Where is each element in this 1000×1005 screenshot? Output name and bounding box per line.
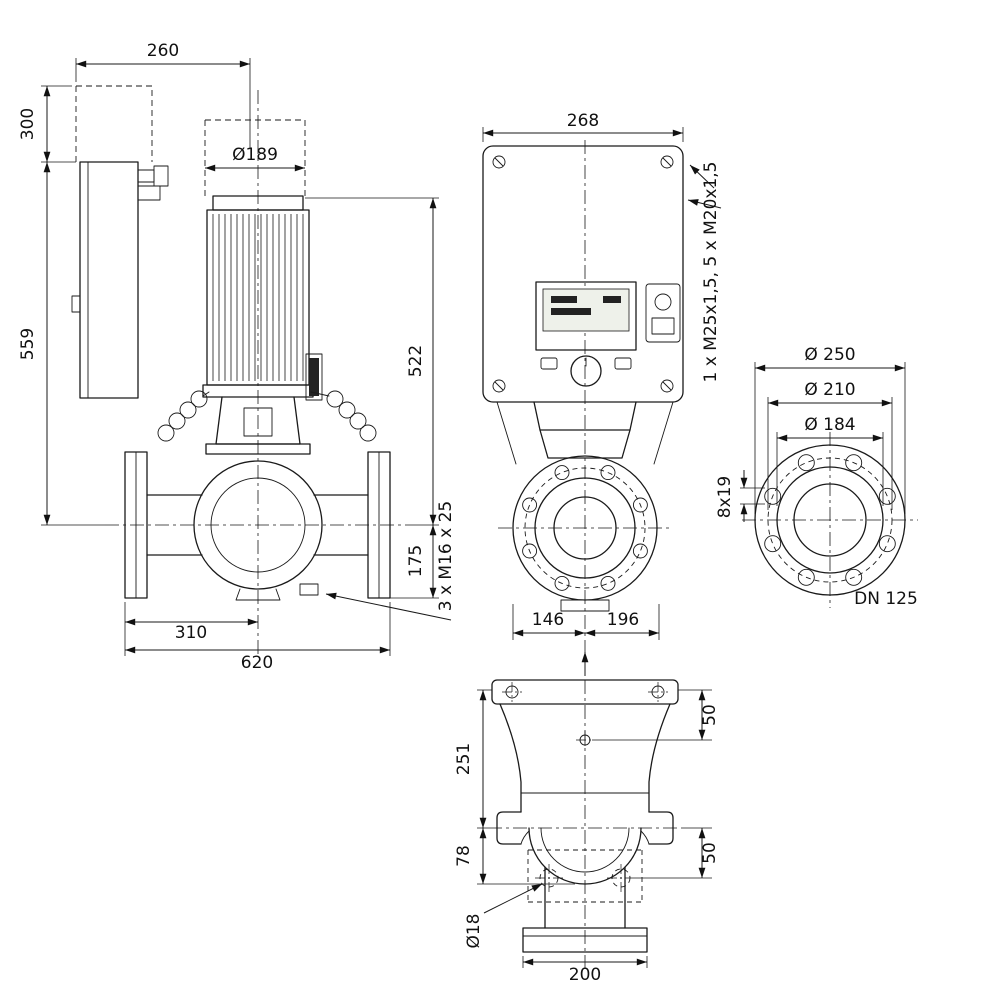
dim-251-label: 251: [454, 743, 474, 775]
dim-522-label: 522: [406, 345, 426, 377]
tapping-hole: [576, 731, 594, 749]
cable-glands-label: 1 x M25x1,5, 5 x M20x1,5: [701, 162, 721, 383]
dim-200-label: 200: [569, 965, 601, 985]
hole-diameter-label: Ø18: [464, 913, 484, 948]
hidden-foot-flange: [527, 849, 643, 903]
flange-outer-circle: [754, 444, 906, 596]
drain-plug-label: 3 x M16 x 25: [436, 501, 456, 611]
lantern: [205, 396, 311, 455]
dim-196-label: 196: [607, 610, 639, 630]
motor-envelope-dashed: [204, 119, 306, 198]
bolt-holes-label: 8x19: [715, 476, 735, 519]
dim-175-label: 175: [406, 545, 426, 577]
flange-bolt-circle: [767, 457, 893, 583]
lug-left: [496, 811, 522, 845]
connector-panel: [645, 283, 681, 343]
flange-bore: [793, 483, 867, 557]
suction-flange-front: [512, 455, 658, 612]
dim-559-label: 559: [18, 328, 38, 360]
dim-motor-diameter-label: Ø189: [232, 145, 278, 165]
button-left: [540, 357, 558, 370]
drain-plug: [299, 583, 319, 596]
coiled-cable-left: [157, 390, 210, 442]
control-module-side: [71, 161, 169, 399]
dim-260-label: 260: [147, 41, 179, 61]
foot-front: [560, 599, 610, 612]
top-view: [488, 652, 682, 970]
control-knob: [570, 355, 602, 387]
dim-78-label: 78: [454, 845, 474, 867]
dim-300-label: 300: [18, 108, 38, 140]
flange-view: [742, 432, 918, 608]
flange-bolt-holes: [764, 454, 896, 586]
control-module-front: [482, 145, 684, 403]
volute-top: [496, 703, 674, 929]
button-right: [614, 357, 632, 370]
suction-flange-top: [491, 679, 679, 705]
front-view-dimensions: 268 1 x M25x1,5, 5 x M20x1,5 146 196: [482, 111, 722, 640]
side-view-dimensions: 260 300 559 Ø189 522 175 3 x M16 x 25 31…: [18, 41, 456, 673]
flange-centerlines: [742, 432, 918, 608]
corner-screw-icon: [492, 155, 674, 393]
top-view-dimensions: 251 78 50 50 Ø18 200: [454, 689, 720, 985]
dim-50-top-label: 50: [700, 704, 720, 726]
volute-side: [124, 451, 391, 601]
display: [535, 281, 637, 351]
side-view: [71, 85, 415, 656]
dim-d250-label: Ø 250: [804, 345, 855, 365]
motor: [202, 119, 323, 401]
pump-foot: [235, 588, 281, 601]
dim-146-label: 146: [532, 610, 564, 630]
nominal-diameter-label: DN 125: [854, 589, 918, 609]
flange-raised-face: [776, 466, 884, 574]
coiled-cable-right: [310, 390, 377, 442]
motor-adapter-front: [496, 401, 674, 465]
lug-right: [648, 811, 674, 845]
motor-fins: [212, 214, 304, 381]
bolt-holes-front: [522, 465, 648, 591]
dim-d210-label: Ø 210: [804, 380, 855, 400]
dim-268-label: 268: [567, 111, 599, 131]
module-envelope-dashed: [75, 85, 153, 162]
discharge-flange-top: [522, 927, 648, 953]
dim-620-label: 620: [241, 653, 273, 673]
dim-310-label: 310: [175, 623, 207, 643]
bolt-circle-dashed: [524, 467, 646, 589]
dim-d184-label: Ø 184: [804, 415, 855, 435]
dim-50-bottom-label: 50: [700, 842, 720, 864]
sensor-module: [309, 358, 319, 396]
flange-view-dimensions: Ø 250 Ø 210 Ø 184 8x19 DN 125: [715, 345, 918, 609]
front-view: [482, 140, 684, 658]
